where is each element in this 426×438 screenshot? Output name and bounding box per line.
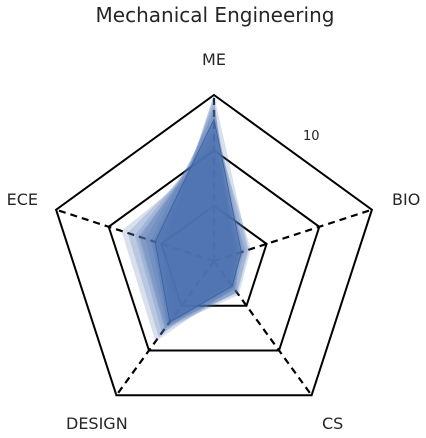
- sample-polygons: [121, 95, 251, 342]
- axis-label-bio: BIO: [392, 190, 420, 209]
- grid-ring-15: [54, 93, 374, 397]
- chart-title: Mechanical Engineering: [96, 3, 335, 27]
- axis-label-ece: ECE: [7, 190, 38, 209]
- mean-polygon: [154, 118, 242, 323]
- axis-label-design: DESIGN: [66, 414, 128, 433]
- axis-label-cs: CS: [322, 414, 343, 433]
- radial-tick-label: 10: [303, 129, 320, 144]
- axis-labels: ME BIO CS DESIGN ECE 10: [7, 50, 421, 433]
- axis-label-me: ME: [202, 50, 226, 69]
- grid-ring-10: [107, 149, 321, 352]
